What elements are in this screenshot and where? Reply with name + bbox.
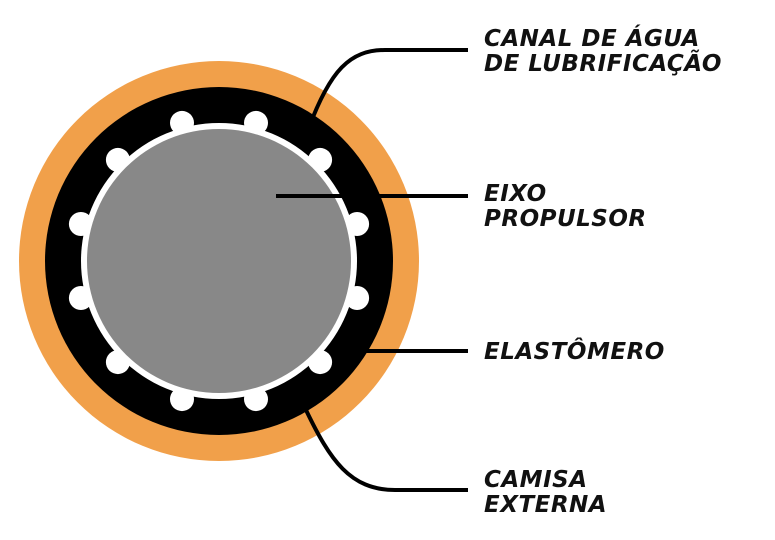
label-shaft: EIXO PROPULSOR [484,182,647,232]
label-shaft-line2: PROPULSOR [484,206,647,232]
label-water-channel-line2: DE LUBRIFICAÇÃO [484,51,722,77]
label-jacket-line1: CAMISA [484,467,588,493]
leader-line-water-channel [306,48,468,131]
label-water-channel-line1: CANAL DE ÁGUA [484,26,700,52]
label-jacket-line2: EXTERNA [484,492,608,518]
label-shaft-line1: EIXO [484,181,547,207]
label-water-channel: CANAL DE ÁGUA DE LUBRIFICAÇÃO [484,27,722,77]
leader-line-jacket [304,409,468,492]
propeller-shaft [87,129,351,393]
label-elastomer-line1: ELASTÔMERO [484,339,665,365]
label-jacket: CAMISA EXTERNA [484,468,607,518]
label-elastomer: ELASTÔMERO [484,340,665,365]
